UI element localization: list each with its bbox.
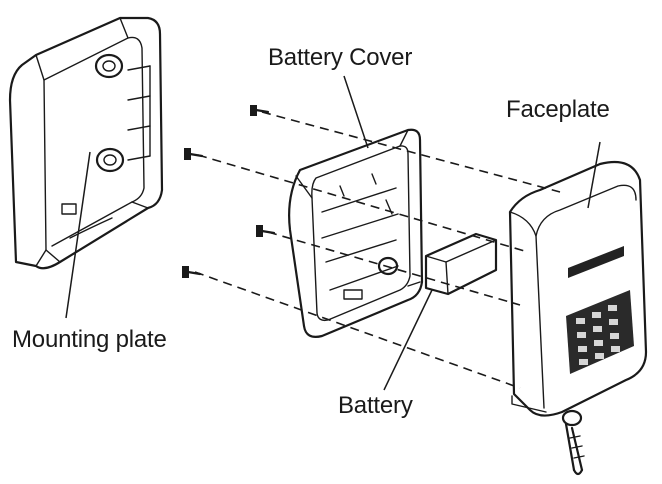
battery-leader xyxy=(383,289,433,391)
battery-label: Battery xyxy=(338,392,413,419)
assembly-guide-lines xyxy=(194,111,561,389)
faceplate-label: Faceplate xyxy=(506,96,610,123)
screw-icon xyxy=(184,148,204,160)
mounting-plate-label: Mounting plate xyxy=(12,326,167,353)
battery-cover-leader xyxy=(343,75,369,149)
screw-icon xyxy=(182,266,202,278)
battery-cover-label: Battery Cover xyxy=(268,44,413,71)
mounting-plate-leader xyxy=(65,151,91,319)
screw-icon xyxy=(250,105,270,116)
faceplate-leader xyxy=(587,141,601,209)
screw-icon xyxy=(256,225,276,237)
battery-cover xyxy=(288,128,424,338)
keypad xyxy=(566,290,634,374)
screws xyxy=(182,105,276,278)
faceplate xyxy=(508,160,648,476)
key-icon xyxy=(561,409,585,476)
mounting-plate xyxy=(8,16,164,270)
battery xyxy=(424,232,498,296)
leader-lines xyxy=(65,75,601,391)
